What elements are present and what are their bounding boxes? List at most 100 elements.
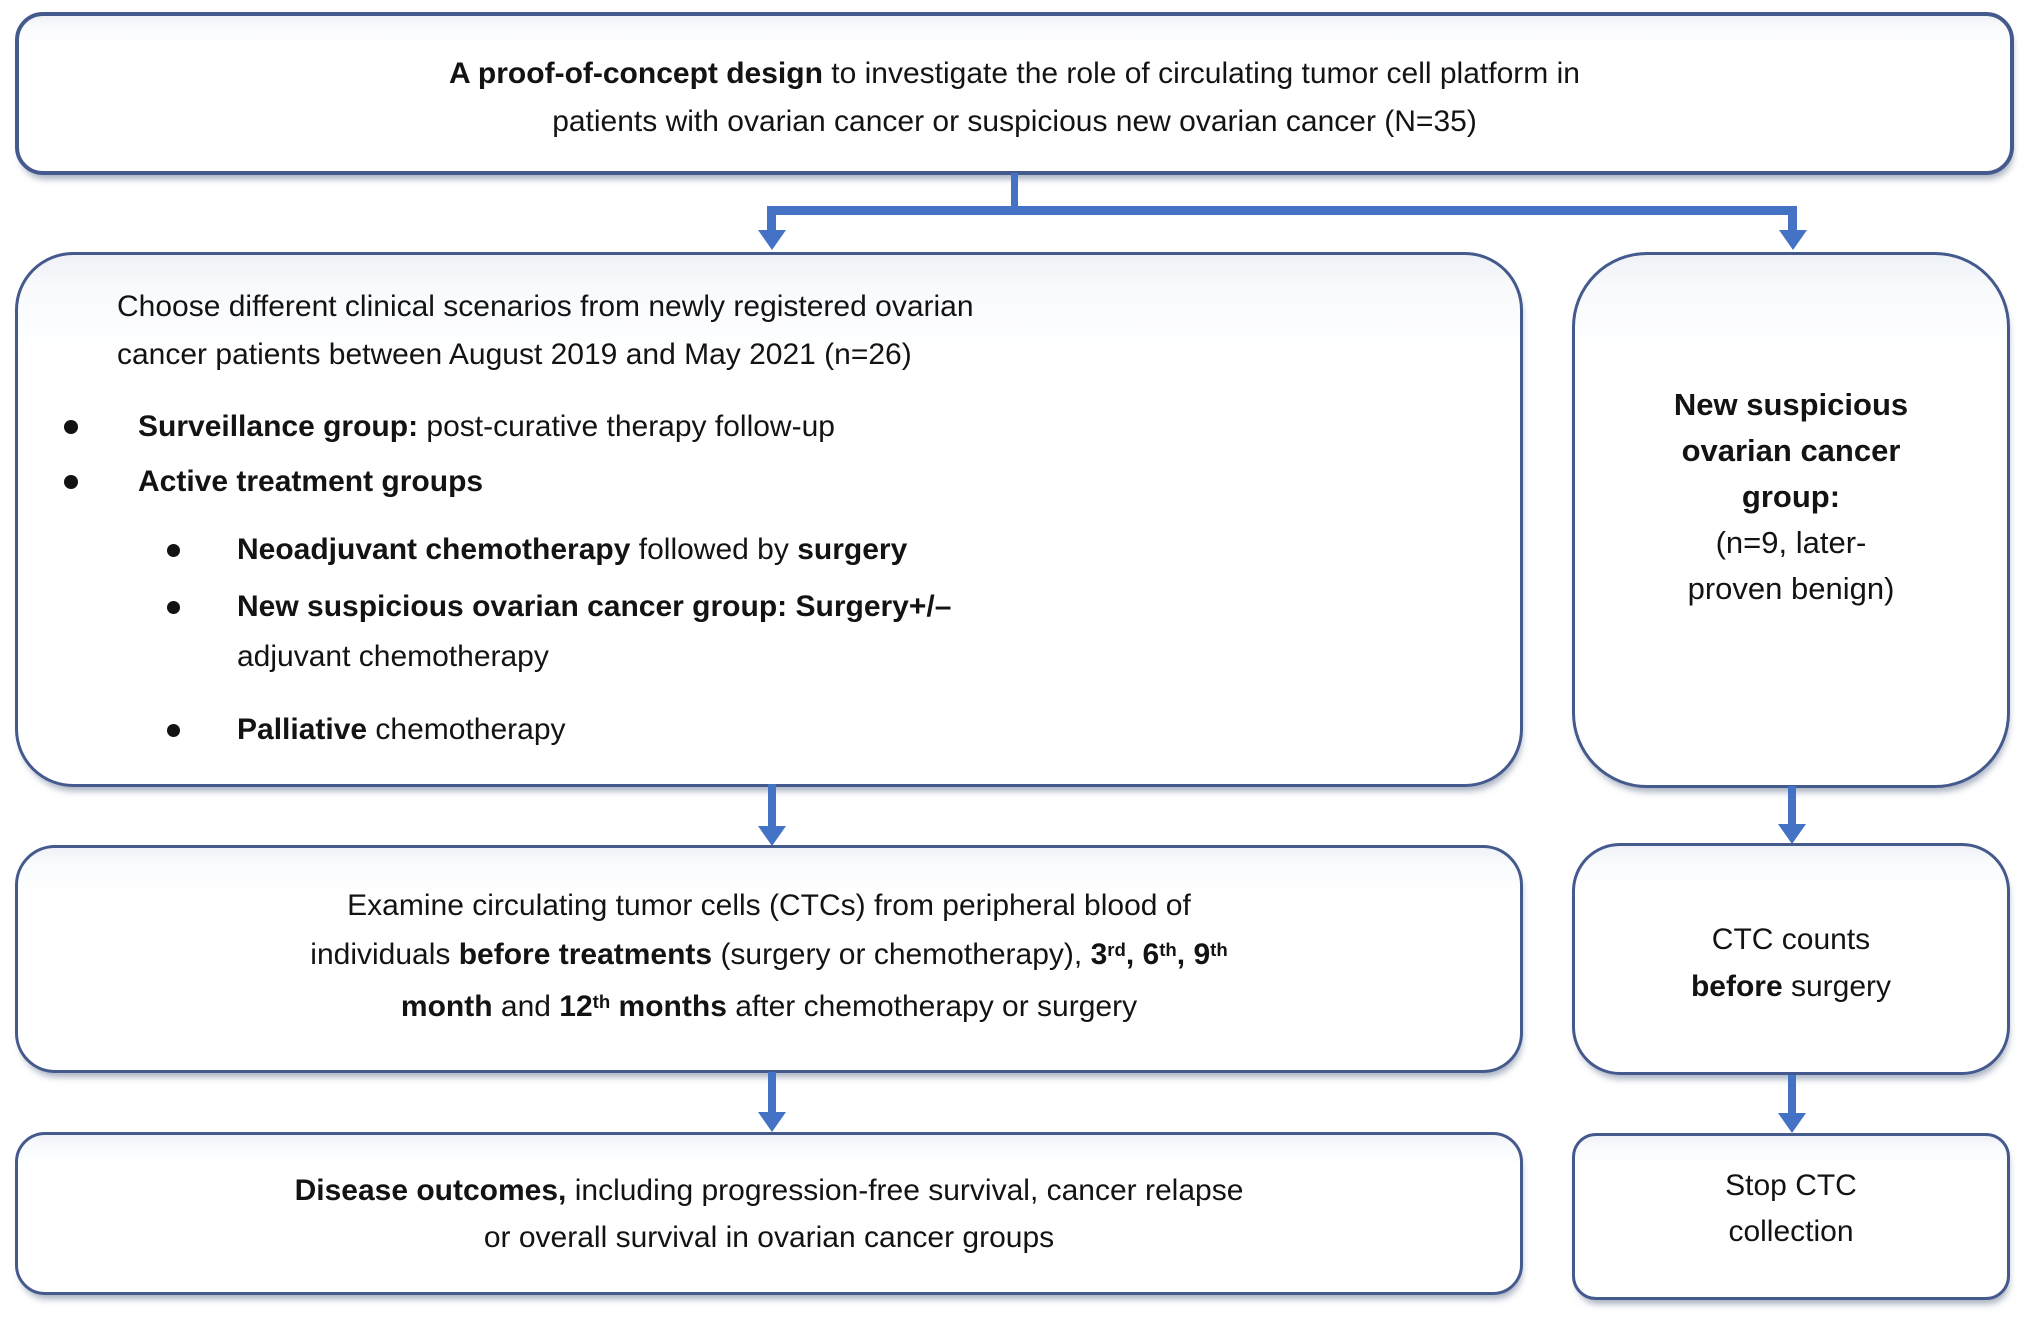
text-segment: Neoadjuvant chemotherapy <box>237 533 631 566</box>
text-line: (n=9, later- <box>1575 520 2007 566</box>
text-segment: , <box>1176 938 1194 971</box>
bullet-icon <box>167 544 180 557</box>
text-segment: , <box>1125 938 1143 971</box>
text-line: patients with ovarian cancer or suspicio… <box>19 98 2010 146</box>
text-line: month and 12th months after chemotherapy… <box>18 982 1520 1034</box>
bullet-icon <box>64 475 78 489</box>
stop-ctc-text: Stop CTC collection <box>1575 1136 2007 1255</box>
text-segment: 6 <box>1142 938 1160 971</box>
text-segment: adjuvant chemotherapy <box>237 640 549 673</box>
text-segment: (surgery or chemotherapy), <box>712 938 1091 971</box>
text-segment: post-curative therapy follow-up <box>418 410 835 443</box>
arrow-down-icon <box>1779 230 1807 250</box>
disease-outcomes-text: Disease outcomes, including progression-… <box>18 1135 1520 1261</box>
proof-of-concept-box: A proof-of-concept design to investigate… <box>15 12 2014 175</box>
text-line: Examine circulating tumor cells (CTCs) f… <box>18 881 1520 930</box>
arrow-shaft <box>767 206 776 232</box>
text-line: A proof-of-concept design to investigate… <box>19 50 2010 98</box>
bullet-item-new-suspicious: New suspicious ovarian cancer group: Sur… <box>18 582 1520 682</box>
text-segment: patients with ovarian cancer or suspicio… <box>552 105 1477 138</box>
bullet-item-active-treatment: Active treatment groups <box>18 457 1520 507</box>
text-line: individuals before treatments (surgery o… <box>18 930 1520 982</box>
text-segment: before <box>1690 970 1783 1003</box>
bullet-new-suspicious-text: New suspicious ovarian cancer group: Sur… <box>237 582 1520 682</box>
text-segment: Stop CTC <box>1725 1169 1857 1202</box>
connector-branch-bar <box>767 206 1797 215</box>
arrow-down-icon <box>758 230 786 250</box>
text-segment: 12 <box>559 990 593 1023</box>
new-suspicious-group-text: New suspicious ovarian cancer group: (n=9, … <box>1575 255 2007 612</box>
text-line: collection <box>1575 1209 2007 1255</box>
text-line: ovarian cancer <box>1575 428 2007 474</box>
new-suspicious-group-box: New suspicious ovarian cancer group: (n=9, … <box>1572 252 2010 788</box>
text-segment: to investigate the role of circulating t… <box>822 57 1580 90</box>
arrow-down-icon <box>758 1112 786 1132</box>
text-segment: group: <box>1741 479 1841 514</box>
proof-of-concept-text: A proof-of-concept design to investigate… <box>19 16 2010 146</box>
bullet-item-neoadjuvant: Neoadjuvant chemotherapy followed by sur… <box>18 525 1520 575</box>
text-segment: 3 <box>1090 938 1108 971</box>
text-segment: Choose different clinical scenarios from… <box>117 290 974 323</box>
bullet-surveillance-text: Surveillance group: post-curative therap… <box>138 402 1520 452</box>
bullet-active-text: Active treatment groups <box>138 457 1520 507</box>
text-segment: before treatments <box>458 938 713 971</box>
text-segment: th <box>592 990 611 1012</box>
text-segment: chemotherapy <box>367 713 566 746</box>
text-segment: Palliative <box>237 713 368 746</box>
text-segment: rd <box>1107 938 1126 960</box>
text-segment: surgery <box>1782 970 1892 1003</box>
text-line: or overall survival in ovarian cancer gr… <box>18 1214 1520 1261</box>
text-line: cancer patients between August 2019 and … <box>117 331 1490 379</box>
text-segment: followed by <box>630 533 798 566</box>
text-segment: th <box>1210 938 1228 960</box>
text-segment: 9 <box>1193 938 1211 971</box>
text-line: Palliative chemotherapy <box>237 705 1520 755</box>
text-segment: months <box>610 990 727 1023</box>
text-segment: or overall survival in ovarian cancer gr… <box>483 1221 1055 1254</box>
arrow-shaft <box>1788 1075 1796 1115</box>
bullet-icon <box>167 724 180 737</box>
text-segment: collection <box>1728 1215 1854 1248</box>
bullet-palliative-text: Palliative chemotherapy <box>237 705 1520 755</box>
arrow-shaft <box>768 1072 776 1114</box>
connector-stem <box>1011 173 1018 210</box>
text-line: New suspicious <box>1575 382 2007 428</box>
text-segment: including progression-free survival, can… <box>566 1174 1244 1207</box>
text-line: before surgery <box>1575 963 2007 1010</box>
arrow-down-icon <box>1778 1113 1806 1133</box>
text-segment: Examine circulating tumor cells (CTCs) f… <box>347 889 1191 922</box>
text-segment: after chemotherapy or surgery <box>726 990 1138 1023</box>
text-line: Active treatment groups <box>138 457 1520 507</box>
bullet-item-palliative: Palliative chemotherapy <box>18 705 1520 755</box>
arrow-shaft <box>1788 786 1796 826</box>
bullet-icon <box>167 601 180 614</box>
stop-ctc-box: Stop CTC collection <box>1572 1133 2010 1300</box>
text-line: Disease outcomes, including progression-… <box>18 1167 1520 1214</box>
bullet-neoadjuvant-text: Neoadjuvant chemotherapy followed by sur… <box>237 525 1520 575</box>
text-line: group: <box>1575 474 2007 520</box>
clinical-scenarios-intro: Choose different clinical scenarios from… <box>18 255 1520 379</box>
clinical-scenarios-box: Choose different clinical scenarios from… <box>15 252 1523 787</box>
text-segment: and <box>492 990 560 1023</box>
text-line: adjuvant chemotherapy <box>237 632 1520 682</box>
examine-ctc-text: Examine circulating tumor cells (CTCs) f… <box>18 848 1520 1034</box>
disease-outcomes-box: Disease outcomes, including progression-… <box>15 1132 1523 1295</box>
arrow-shaft <box>768 784 776 828</box>
text-segment: ovarian cancer <box>1681 433 1901 468</box>
text-line: Surveillance group: post-curative therap… <box>138 402 1520 452</box>
text-line: CTC counts <box>1575 916 2007 963</box>
text-segment: proven benign) <box>1687 571 1895 606</box>
text-segment: surgery <box>797 533 908 566</box>
text-line: New suspicious ovarian cancer group: Sur… <box>237 582 1520 632</box>
text-segment: Disease outcomes, <box>294 1174 567 1207</box>
text-segment: th <box>1159 938 1177 960</box>
text-segment: Active treatment groups <box>138 465 484 498</box>
bullet-item-surveillance: Surveillance group: post-curative therap… <box>18 402 1520 452</box>
text-segment: individuals <box>310 938 459 971</box>
text-line: proven benign) <box>1575 566 2007 612</box>
text-line: Stop CTC <box>1575 1163 2007 1209</box>
text-segment: A proof-of-concept design <box>449 57 823 90</box>
examine-ctc-box: Examine circulating tumor cells (CTCs) f… <box>15 845 1523 1073</box>
